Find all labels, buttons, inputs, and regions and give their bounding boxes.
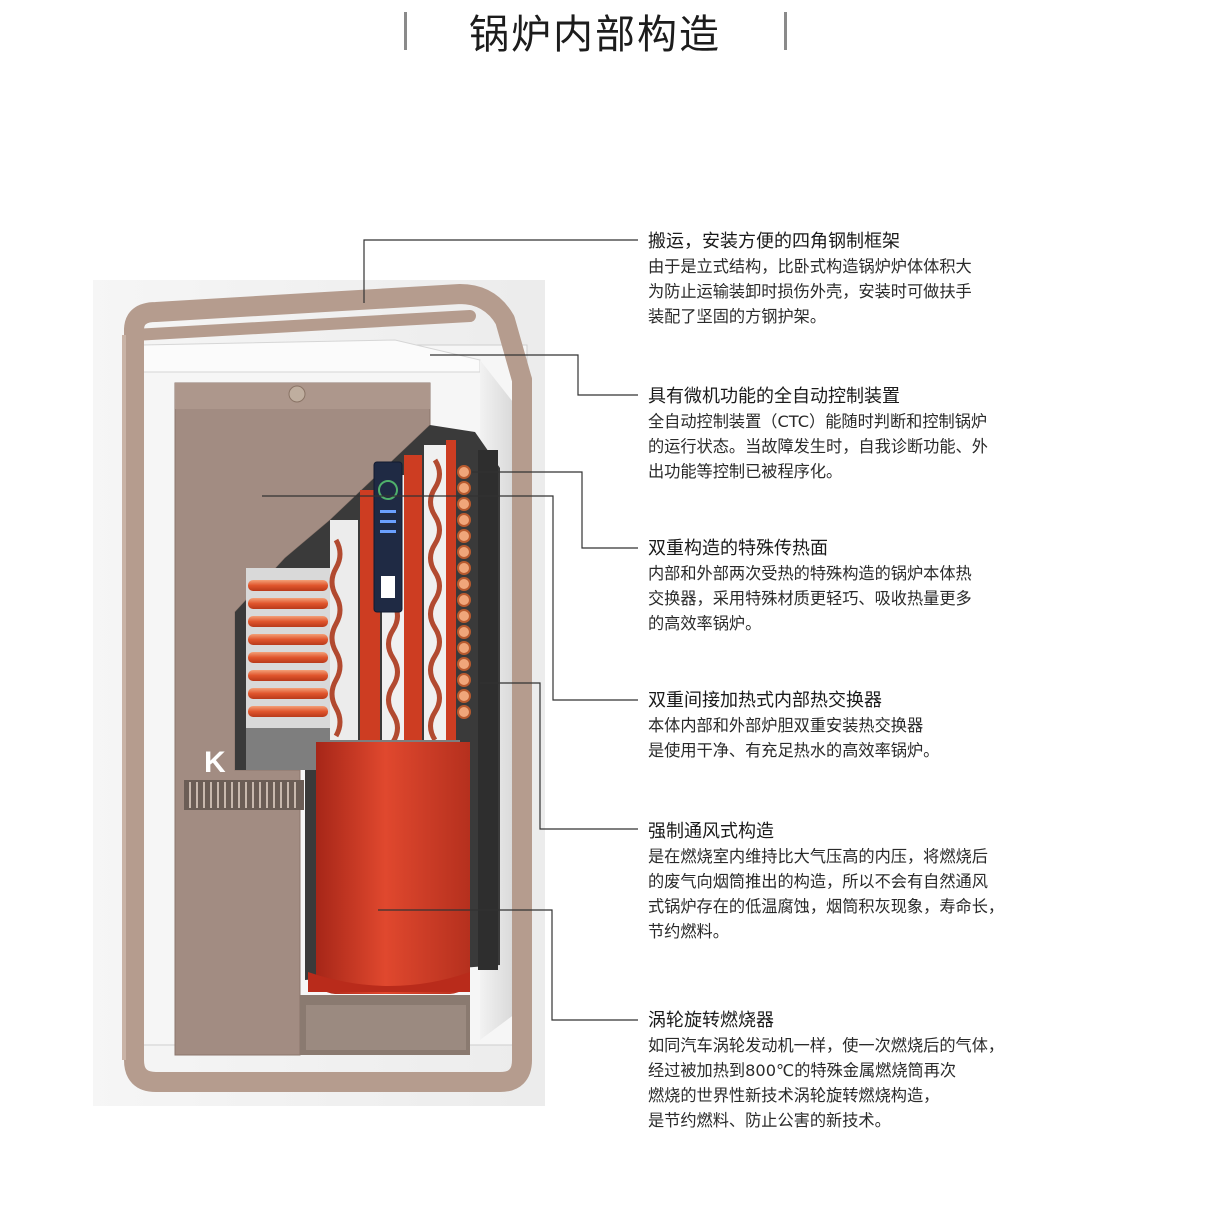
leader-line-burner [378,909,638,1021]
leader-line-draft [480,682,638,830]
heating-tube-bank [246,568,330,728]
page-header: 锅炉内部构造 [0,0,1231,60]
callout-line: 的废气向烟筒推出的构造，所以不会有自然通风 [648,872,988,891]
callout-line: 的运行状态。当故障发生时，自我诊断功能、外 [648,437,988,456]
callout-line: 是在燃烧室内维持比大气压高的内压，将燃烧后 [648,847,988,866]
left-vent [184,780,304,810]
callout-line: 全自动控制装置（CTC）能随时判断和控制锅炉 [648,412,988,431]
callout-title: 强制通风式构造 [648,821,774,842]
control-panel [373,461,403,613]
callout-title: 双重构造的特殊传热面 [648,538,828,559]
title-left-bar [404,12,407,50]
callout-title: 双重间接加热式内部热交换器 [648,690,882,711]
callout-line: 由于是立式结构，比卧式构造锅炉炉体体积大 [648,257,972,276]
callout-line: 是使用干净、有充足热水的高效率锅炉。 [648,741,940,760]
callout-line: 交换器，采用特殊材质更轻巧、吸收热量更多 [648,589,972,608]
callout-line: 内部和外部两次受热的特殊构造的锅炉本体热 [648,564,972,583]
callout-title: 涡轮旋转燃烧器 [648,1010,774,1031]
callout-line: 出功能等控制已被程序化。 [648,462,843,481]
callout-line: 如同汽车涡轮发动机一样，使一次燃烧后的气体， [648,1036,1005,1055]
leader-line-heat-surface [472,471,638,549]
callout-heat-surface: 双重构造的特殊传热面 内部和外部两次受热的特殊构造的锅炉本体热 交换器，采用特殊… [648,536,1068,636]
leader-line-control [430,354,638,396]
callout-turbo-burner: 涡轮旋转燃烧器 如同汽车涡轮发动机一样，使一次燃烧后的气体， 经过被加热到800… [648,1008,1068,1133]
lower-tray-inner [306,1005,466,1050]
callout-forced-draft: 强制通风式构造 是在燃烧室内维持比大气压高的内压，将燃烧后 的废气向烟筒推出的构… [648,819,1068,944]
combustion-drum [316,742,470,994]
page-title: 锅炉内部构造 [469,12,721,58]
leader-lines [262,239,638,1021]
vent-slats [189,782,296,808]
boiler-logo: K [204,746,226,779]
callout-line: 经过被加热到800℃的特殊金属燃烧筒再次 [648,1061,957,1080]
title-right-bar [784,12,787,50]
copper-coil [457,465,471,719]
callout-exchanger: 双重间接加热式内部热交换器 本体内部和外部炉胆双重安装热交换器 是使用干净、有充… [648,688,1068,763]
callout-line: 式锅炉存在的低温腐蚀，烟筒积灰现象，寿命长， [648,897,1005,916]
callout-line: 的高效率锅炉。 [648,614,762,633]
leader-line-exchanger [262,495,638,701]
panel-screw [288,385,306,403]
drum-bottom [308,972,470,992]
outer-jacket [478,450,498,970]
steel-frame [124,284,532,1092]
callout-control: 具有微机功能的全自动控制装置 全自动控制装置（CTC）能随时判断和控制锅炉 的运… [648,384,1068,484]
callout-line: 为防止运输装卸时损伤外壳，安装时可做扶手 [648,282,972,301]
callout-line: 本体内部和外部炉胆双重安装热交换器 [648,716,924,735]
callout-title: 搬运，安装方便的四角钢制框架 [648,231,900,252]
callout-title: 具有微机功能的全自动控制装置 [648,386,900,407]
callout-line: 是节约燃料、防止公害的新技术。 [648,1111,891,1130]
callout-line: 装配了坚固的方钢护架。 [648,307,827,326]
callout-line: 燃烧的世界性新技术涡轮旋转燃烧构造， [648,1086,940,1105]
leader-line-frame [363,239,638,303]
callout-line: 节约燃料。 [648,922,729,941]
callout-frame: 搬运，安装方便的四角钢制框架 由于是立式结构，比卧式构造锅炉炉体体积大 为防止运… [648,229,1068,329]
